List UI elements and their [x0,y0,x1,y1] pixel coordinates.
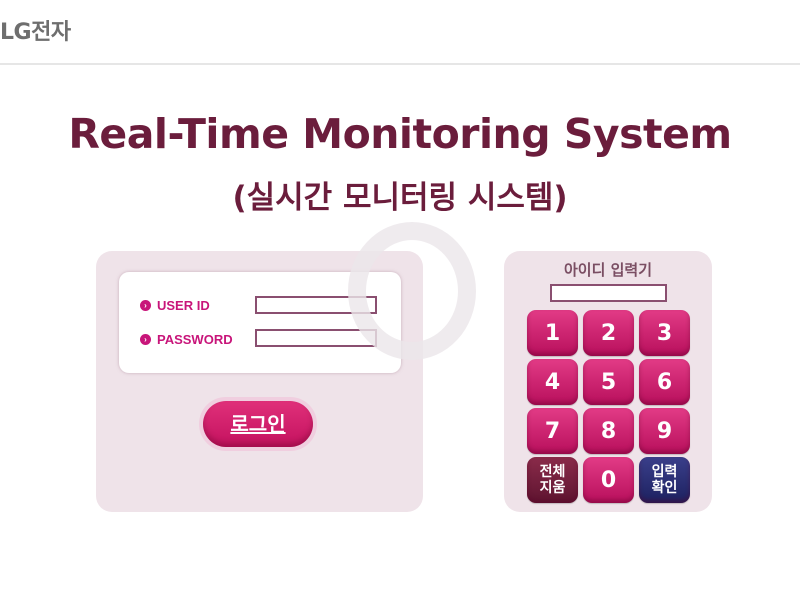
page-subtitle: (실시간 모니터링 시스템) [232,180,568,216]
password-input[interactable] [255,329,377,347]
arrow-bullet-icon: › [140,333,151,345]
key-0[interactable]: 0 [583,457,634,503]
user-id-label-row: › USER ID [140,294,210,316]
clear-all-button[interactable]: 전체 지움 [527,457,578,503]
password-label: PASSWORD [157,331,233,347]
page-title: Real-Time Monitoring System [68,110,732,158]
header: LG전자 [0,0,800,65]
user-id-label: USER ID [157,297,210,313]
key-1[interactable]: 1 [527,310,578,356]
key-9[interactable]: 9 [639,408,690,454]
key-2[interactable]: 2 [583,310,634,356]
key-6[interactable]: 6 [639,359,690,405]
keypad-title: 아이디 입력기 [563,261,653,279]
password-label-row: › PASSWORD [140,328,233,350]
user-id-input[interactable] [255,296,377,314]
key-8[interactable]: 8 [583,408,634,454]
keypad-panel: 아이디 입력기 1 2 3 4 5 6 7 8 9 전체 지움 0 입력 확인 [504,251,712,512]
key-7[interactable]: 7 [527,408,578,454]
keypad-display[interactable] [550,284,667,302]
arrow-bullet-icon: › [140,299,151,311]
key-4[interactable]: 4 [527,359,578,405]
watermark-logo-icon [348,222,476,360]
login-button[interactable]: 로그인 [203,401,313,447]
lg-logo: LG전자 [0,20,71,45]
confirm-input-button[interactable]: 입력 확인 [639,457,690,503]
key-3[interactable]: 3 [639,310,690,356]
key-5[interactable]: 5 [583,359,634,405]
